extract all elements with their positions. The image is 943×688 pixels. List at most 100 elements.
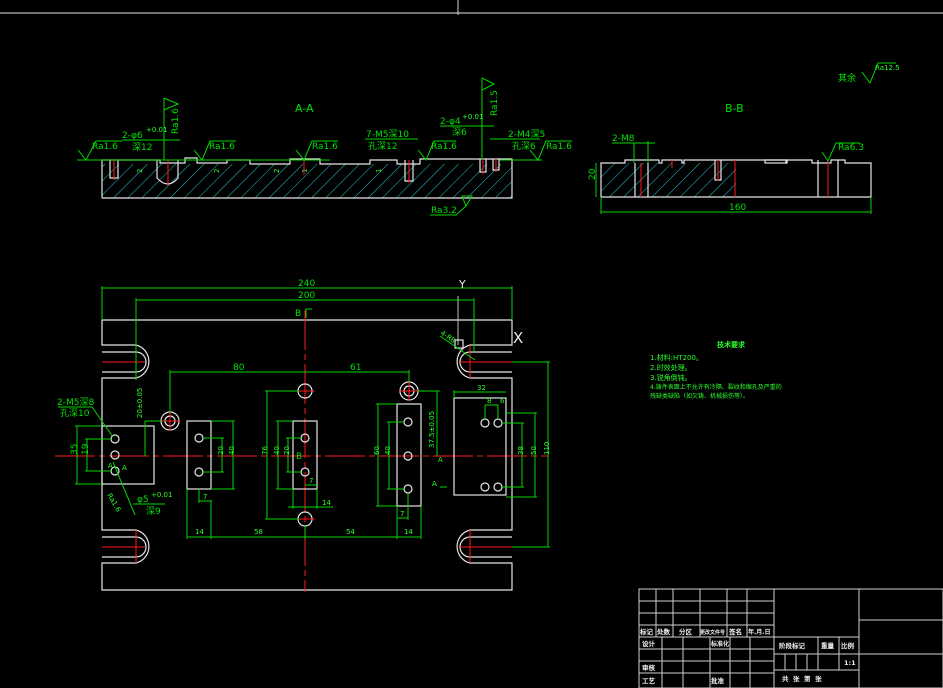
thread-m5-hole: 孔深12 — [368, 141, 397, 152]
pin-hole-right-tol: +0.01 — [462, 113, 483, 121]
bb-height: 20 — [588, 168, 598, 180]
depth-d: 1 — [375, 169, 383, 173]
ra-vertical-right: Ra1.5 — [490, 90, 500, 116]
bb-ra: Ra6.3 — [838, 143, 864, 153]
ra-right1: Ra1.6 — [431, 142, 457, 152]
dim-20b: 20 — [283, 446, 291, 455]
dim-58: 58 — [254, 528, 263, 536]
thread-m4: 2-M4深5 — [508, 129, 545, 140]
dim-40c: 40 — [384, 446, 392, 455]
dim-38: 38 — [517, 446, 525, 455]
ra-left: Ra1.6 — [92, 142, 118, 152]
dim-14b: 14 — [322, 499, 331, 507]
bb-thread: 2-M8 — [612, 134, 635, 144]
dim-35: 35 — [70, 444, 80, 455]
plate-outline — [101, 319, 513, 591]
tb-header-zone: 分区 — [679, 627, 693, 636]
thread-m5: 7-M5深10 — [366, 129, 409, 140]
dim-40a: 40 — [228, 446, 236, 455]
dim-50: 50 — [530, 446, 538, 455]
a-right-mark: A — [122, 464, 127, 472]
depth-b: 2 — [213, 169, 221, 173]
section-aa: A-A Ra1.6 Ra1.6 Ra1.6 Ra1.6 2-φ6 +0.01 深… — [77, 77, 572, 216]
dim-61: 61 — [350, 363, 361, 373]
ra-mid1: Ra1.6 — [209, 142, 235, 152]
thread-m4-hole: 孔深6 — [512, 141, 536, 152]
dim-32: 32 — [477, 384, 486, 392]
dim-40b: 40 — [273, 446, 281, 455]
section-aa-title: A-A — [295, 102, 314, 115]
note-pin: φ5 — [137, 495, 149, 505]
section-b-mark: B — [295, 309, 301, 319]
depth-c: 2 — [273, 169, 281, 173]
dim-7b: 7 — [309, 477, 313, 485]
pin-hole-left: 2-φ6 — [122, 131, 143, 141]
tb-sheets: 共 张 第 张 — [782, 674, 822, 683]
section-a-mark-2: A — [432, 480, 437, 488]
dim-7a: 7 — [203, 493, 207, 501]
tb-review: 审核 — [642, 663, 656, 672]
dim-80: 80 — [233, 363, 245, 373]
tech-req-item: 4.铸件表面上不允许有冷隔、裂纹和缩孔及严重的 — [650, 383, 782, 391]
tb-header-date: 年.月.日 — [748, 628, 771, 636]
note-pin-tol: +0.01 — [151, 491, 172, 499]
dim-19: 19 — [81, 443, 91, 455]
ra-vertical-left: Ra1.6 — [171, 108, 181, 134]
pin-hole-right-depth: 深6 — [452, 127, 467, 138]
dim-76: 76 — [261, 446, 269, 455]
dim-overall-width: 240 — [298, 279, 315, 289]
tb-scale-label: 比例 — [841, 641, 855, 650]
drawing-frame — [0, 0, 943, 15]
dim-6: 6 — [500, 397, 505, 405]
plan-view: 240 200 B Y X 4-R8 80 61 20±0.05 37.5±0.… — [55, 278, 551, 592]
note-thread-m5: 2-M5深8 — [57, 397, 94, 408]
dim-20a: 20 — [217, 446, 225, 455]
dim-slot-span: 200 — [298, 291, 315, 301]
tb-header-change-doc: 更改文件号 — [700, 629, 725, 636]
ra-bottom: Ra3.2 — [431, 206, 457, 216]
section-aa-hatch — [102, 164, 512, 198]
tb-approve: 批准 — [711, 676, 725, 685]
section-bb: B-B 2-M8 20 160 Ra6.3 — [588, 102, 872, 214]
tb-process: 工艺 — [642, 676, 656, 685]
tb-header-mark: 标记 — [639, 627, 654, 636]
dim-7c: 7 — [400, 510, 404, 518]
tech-req-item: 3.锐角倒钝。 — [650, 373, 692, 382]
ra-mid2: Ra1.6 — [312, 142, 338, 152]
tech-req-item: 1.材料:HT200。 — [650, 353, 703, 362]
a-left-mark: A — [108, 462, 113, 470]
pin-hole-left-depth: 深12 — [132, 142, 152, 153]
dim-14a: 14 — [195, 528, 204, 536]
tb-header-signature: 签名 — [728, 627, 742, 636]
section-bb-title: B-B — [725, 102, 744, 115]
dim-60: 60 — [373, 446, 381, 455]
dim-20tol: 20±0.05 — [136, 388, 144, 418]
axis-y-label: Y — [458, 278, 466, 291]
tb-header-count: 处数 — [656, 627, 671, 636]
dim-8: 8 — [487, 397, 491, 405]
dim-r4: 4-R8 — [439, 329, 457, 345]
note-hole-depth: 孔深10 — [60, 408, 90, 419]
title-block-text: 标记 处数 分区 更改文件号 签名 年.月.日 设计 标准化 审核 工艺 批准 … — [639, 627, 856, 685]
general-roughness-value: Ra12.5 — [875, 64, 900, 72]
tb-scale-value: 1:1 — [844, 659, 856, 667]
center-b-mark: B — [296, 452, 302, 462]
note-pin-depth: 深9 — [146, 506, 161, 517]
axis-x-label: X — [513, 329, 523, 347]
tb-weight: 重量 — [821, 641, 835, 650]
section-bb-hatch — [601, 163, 736, 197]
dim-14c: 14 — [404, 528, 413, 536]
depth-e: 1 — [301, 169, 309, 173]
dim-37tol: 37.5±0.05 — [428, 411, 436, 448]
tb-standardize: 标准化 — [710, 640, 729, 648]
ra-right2: Ra1.6 — [546, 142, 572, 152]
general-roughness-prefix: 其余 — [838, 72, 856, 84]
pin-hole-right: 2-φ4 — [440, 117, 461, 127]
pin-hole-left-tol: +0.01 — [146, 126, 167, 134]
section-aa-outline — [101, 157, 513, 199]
tb-design: 设计 — [642, 639, 656, 648]
tech-req-item: 残缺类缺陷（如欠铸、机械损伤等）。 — [650, 392, 749, 400]
tb-stage-mark: 阶段标记 — [779, 641, 806, 650]
depth-a: 2 — [136, 169, 144, 173]
tech-requirements: 技术要求 1.材料:HT200。 2.时效处理。 3.锐角倒钝。 4.铸件表面上… — [650, 340, 782, 400]
